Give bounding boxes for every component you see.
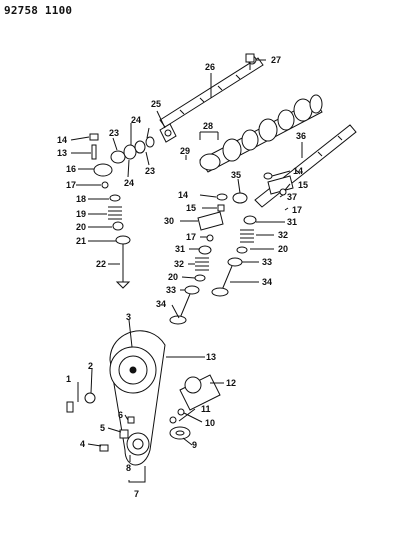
callout-6: 6 bbox=[118, 410, 123, 420]
callout-32: 32 bbox=[174, 259, 184, 269]
tensioner-12 bbox=[179, 374, 221, 411]
callout-23b: 23 bbox=[145, 166, 155, 176]
callout-20b: 20 bbox=[168, 272, 178, 282]
callout-7: 7 bbox=[134, 489, 139, 499]
cam-sprocket-25 bbox=[159, 123, 177, 143]
callout-5: 5 bbox=[100, 423, 105, 433]
callout-28: 28 bbox=[203, 121, 213, 131]
left-valve-components bbox=[89, 133, 155, 189]
callout-24b: 24 bbox=[124, 178, 134, 188]
callout-4: 4 bbox=[80, 439, 85, 449]
callout-27: 27 bbox=[271, 55, 281, 65]
callout-17c: 17 bbox=[292, 205, 302, 215]
callout-13b: 13 bbox=[57, 148, 67, 158]
callout-10: 10 bbox=[205, 418, 215, 428]
callout-34b: 34 bbox=[262, 277, 272, 287]
callout-30: 30 bbox=[164, 216, 174, 226]
callout-17: 17 bbox=[66, 180, 76, 190]
callout-33: 33 bbox=[166, 285, 176, 295]
callout-31b: 31 bbox=[287, 217, 297, 227]
callout-9: 9 bbox=[192, 440, 197, 450]
callout-8: 8 bbox=[126, 463, 131, 473]
callout-35: 35 bbox=[231, 170, 241, 180]
right-valve-stack bbox=[211, 172, 294, 297]
bolt-27 bbox=[245, 53, 255, 70]
callout-33b: 33 bbox=[262, 257, 272, 267]
callout-16: 16 bbox=[66, 164, 76, 174]
callout-34: 34 bbox=[156, 299, 166, 309]
left-valve-stack bbox=[108, 194, 131, 289]
part-number-header: 92758 1100 bbox=[4, 4, 73, 17]
callout-2: 2 bbox=[88, 361, 93, 371]
callout-12: 12 bbox=[226, 378, 236, 388]
callout-36: 36 bbox=[296, 131, 306, 141]
callout-14c: 14 bbox=[293, 166, 303, 176]
pulley-9 bbox=[169, 426, 191, 440]
callout-31: 31 bbox=[175, 244, 185, 254]
middle-valve-stack bbox=[169, 193, 228, 325]
cam-sprocket-3 bbox=[109, 346, 157, 394]
callout-18: 18 bbox=[76, 194, 86, 204]
callout-19: 19 bbox=[76, 209, 86, 219]
callout-37: 37 bbox=[287, 192, 297, 202]
leader-lines bbox=[70, 59, 303, 483]
callout-26: 26 bbox=[205, 62, 215, 72]
callout-23: 23 bbox=[109, 128, 119, 138]
callout-labels: 1 2 3 4 5 6 7 8 9 10 11 12 13 14 13 16 1… bbox=[57, 55, 308, 499]
callout-15: 15 bbox=[186, 203, 196, 213]
callout-3: 3 bbox=[126, 312, 131, 322]
callout-13: 13 bbox=[206, 352, 216, 362]
callout-32b: 32 bbox=[278, 230, 288, 240]
callout-24: 24 bbox=[131, 115, 141, 125]
callout-20: 20 bbox=[76, 222, 86, 232]
camshaft-28 bbox=[199, 94, 323, 173]
callout-1: 1 bbox=[66, 374, 71, 384]
callout-15b: 15 bbox=[298, 180, 308, 190]
callout-17b: 17 bbox=[186, 232, 196, 242]
callout-22: 22 bbox=[96, 259, 106, 269]
callout-14: 14 bbox=[57, 135, 67, 145]
crank-sprocket-7 bbox=[126, 432, 150, 456]
callout-21: 21 bbox=[76, 236, 86, 246]
callout-25: 25 bbox=[151, 99, 161, 109]
callout-11: 11 bbox=[201, 404, 211, 414]
callout-29: 29 bbox=[180, 146, 190, 156]
small-parts bbox=[66, 392, 185, 452]
callout-20c: 20 bbox=[278, 244, 288, 254]
callout-14b: 14 bbox=[178, 190, 188, 200]
